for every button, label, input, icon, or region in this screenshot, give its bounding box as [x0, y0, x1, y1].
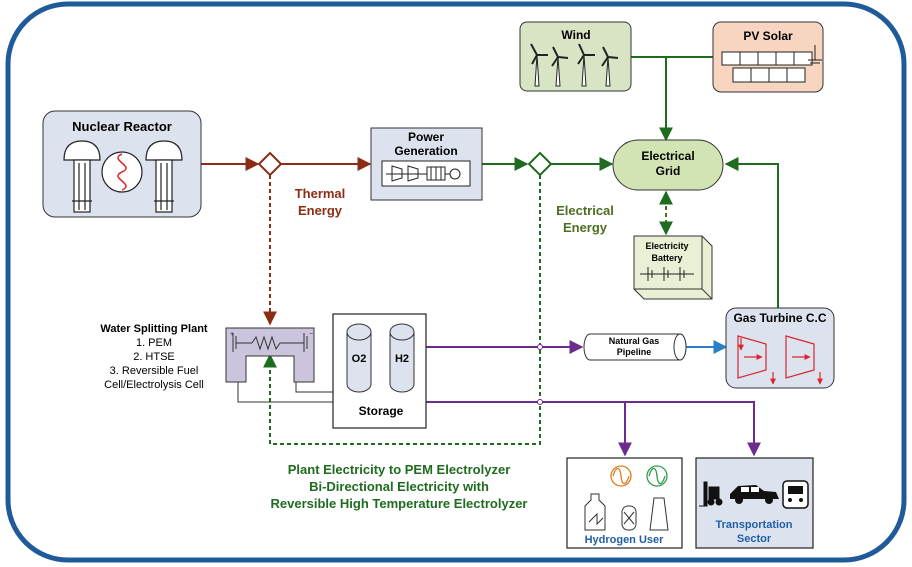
wind-node: Wind [519, 21, 632, 92]
forklift-icon [699, 481, 723, 507]
wind-turbine-icon [530, 43, 619, 87]
gas-turbine-label: Gas Turbine C.C [733, 311, 826, 325]
gas-turbine-icon [737, 335, 823, 385]
pv-solar-label: PV Solar [743, 29, 793, 43]
electrical-energy-connections [263, 56, 779, 445]
transportation-label-line1: Transportation [715, 519, 792, 531]
electrolyzer-storage-lines [237, 382, 333, 403]
svg-text:−: − [309, 331, 313, 338]
gas-turbine-node: Gas Turbine C.C [725, 307, 835, 389]
caption-line3: Reversible High Temperature Electrolyzer [271, 496, 528, 511]
electrical-grid-label-line1: Electrical [641, 149, 694, 163]
hydrogen-connections [414, 340, 761, 457]
natural-gas-pipeline-node: Natural Gas Pipeline [583, 333, 687, 361]
natural-gas-label-line1: Natural Gas [609, 336, 660, 346]
nuclear-reactor-icon [63, 140, 183, 213]
car-icon [730, 485, 779, 504]
transportation-node: Transportation Sector [695, 457, 814, 549]
water-splitting-item-1: 1. PEM [136, 337, 172, 349]
thermal-energy-label-line1: Thermal [295, 186, 346, 201]
h2-label: H2 [395, 353, 409, 365]
thermal-energy-label-line2: Energy [298, 203, 343, 218]
electrolyzer-icon: + − [225, 327, 315, 383]
electrical-energy-label-line1: Electrical [556, 203, 614, 218]
transportation-label-line2: Sector [737, 533, 772, 545]
solar-panel-icon [721, 45, 822, 83]
water-splitting-text: Water Splitting Plant 1. PEM 2. HTSE 3. … [100, 323, 207, 391]
caption-line2: Bi-Directional Electricity with [309, 479, 489, 494]
water-splitting-title: Water Splitting Plant [100, 323, 207, 335]
nuclear-reactor-label: Nuclear Reactor [72, 119, 172, 134]
storage-label: Storage [359, 404, 404, 418]
hydrogen-user-label: Hydrogen User [585, 534, 665, 546]
natural-gas-label-line2: Pipeline [617, 347, 652, 357]
caption-line1: Plant Electricity to PEM Electrolyzer [288, 462, 511, 477]
power-generation-label-line1: Power [408, 130, 444, 144]
electricity-battery-node: Electricity Battery [633, 235, 713, 300]
turbine-generator-icon [381, 160, 471, 187]
power-generation-label-line2: Generation [394, 144, 457, 158]
hydrogen-user-node: Hydrogen User [566, 457, 683, 549]
pv-solar-node: PV Solar [712, 21, 824, 93]
wind-label: Wind [561, 28, 590, 42]
battery-label-line1: Electricity [645, 241, 688, 251]
nuclear-reactor-node: Nuclear Reactor [42, 110, 202, 218]
storage-node: O2 H2 Storage [332, 313, 427, 429]
water-splitting-item-2: 2. HTSE [133, 351, 175, 363]
pipeline-icon [673, 333, 687, 361]
svg-text:+: + [230, 331, 234, 338]
bus-icon [782, 480, 809, 509]
electrical-grid-node: Electrical Grid [612, 139, 724, 191]
thermal-energy-connections [200, 151, 372, 326]
electrical-grid-label-line2: Grid [656, 164, 681, 178]
battery-icon [640, 267, 694, 281]
water-splitting-item-3: 3. Reversible Fuel [110, 365, 199, 377]
storage-tank-icon [346, 323, 415, 393]
o2-label: O2 [352, 353, 367, 365]
ac-sine-icon [610, 465, 632, 487]
electrical-energy-label-line2: Energy [563, 220, 608, 235]
power-generation-node: Power Generation [370, 127, 483, 201]
battery-label-line2: Battery [651, 253, 682, 263]
water-splitting-item-4: Cell/Electrolysis Cell [104, 379, 204, 391]
